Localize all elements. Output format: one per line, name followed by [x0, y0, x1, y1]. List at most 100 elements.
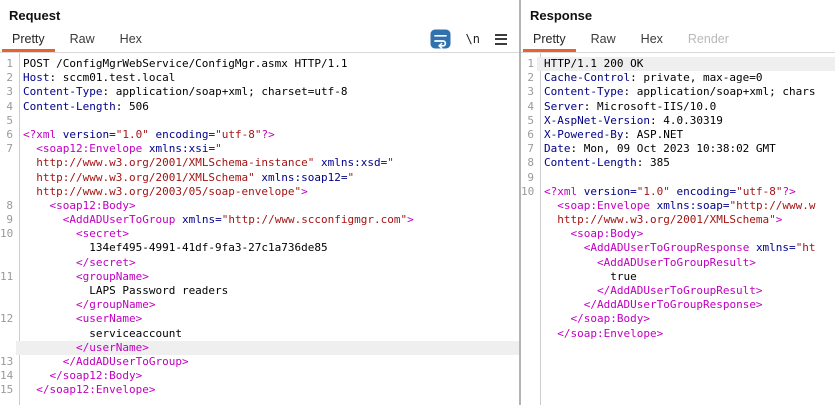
code-text: </soap12:Body>: [49, 369, 143, 383]
line-number: 14: [0, 369, 14, 383]
tab-raw[interactable]: Raw: [69, 31, 95, 46]
code-line: 14 </soap12:Body>: [0, 369, 519, 383]
request-tabbar: Pretty Raw Hex \n: [0, 28, 519, 53]
request-toolbar: \n: [430, 28, 507, 50]
code-text: X-Powered-By: ASP.NET: [544, 127, 684, 141]
line-number: 5: [527, 113, 534, 127]
line-number: 8: [6, 198, 13, 212]
code-text: http://www.w3.org/2003/05/soap-envelope"…: [36, 184, 308, 198]
code-text: Content-Length: 506: [23, 99, 149, 113]
tab-pretty[interactable]: Pretty: [523, 28, 576, 52]
code-line: 11 <groupName>: [0, 270, 519, 284]
code-text: <soap:Envelope xmlns:soap="http://www.w: [557, 198, 816, 212]
code-line: </userName>: [0, 340, 519, 355]
line-number: 13: [0, 354, 14, 368]
code-line: <soap:Body>: [521, 227, 835, 241]
code-line: 4 Server: Microsoft-IIS/10.0: [521, 100, 835, 114]
code-text: Host: sccm01.test.local: [23, 71, 176, 85]
line-number: [521, 312, 537, 326]
hamburger-menu-icon[interactable]: [495, 33, 507, 45]
code-text: POST /ConfigMgrWebService/ConfigMgr.asmx…: [23, 57, 348, 70]
line-number: 11: [0, 269, 14, 283]
line-number: [521, 270, 537, 284]
code-line: 9: [521, 171, 835, 185]
code-text: <secret>: [75, 227, 129, 241]
code-line: </secret>: [0, 256, 519, 270]
code-line: http://www.w3.org/2003/05/soap-envelope"…: [0, 185, 519, 199]
show-newlines-button[interactable]: \n: [465, 32, 480, 46]
code-line: 6 X-Powered-By: ASP.NET: [521, 128, 835, 142]
code-line: 134ef495-4991-41df-9fa3-27c1a736de85: [0, 241, 519, 255]
line-number: [0, 327, 16, 341]
line-number: [0, 256, 16, 270]
wrap-text-button[interactable]: [430, 29, 451, 49]
code-line: 13 </AddADUserToGroup>: [0, 355, 519, 369]
code-text: </AddADUserToGroupResponse>: [583, 298, 763, 312]
response-panel-title: Response: [530, 8, 593, 23]
code-text: http://www.w3.org/2001/XMLSchema" xmlns:…: [36, 170, 355, 184]
line-number: [521, 227, 537, 241]
code-text: http://www.w3.org/2001/XMLSchema-instanc…: [36, 156, 394, 170]
code-line: http://www.w3.org/2001/XMLSchema">: [521, 213, 835, 227]
line-number: 9: [6, 213, 13, 227]
code-line: </soap:Body>: [521, 312, 835, 326]
code-line: <AddADUserToGroupResponse xmlns="ht: [521, 241, 835, 255]
code-text: </userName>: [16, 340, 519, 355]
code-line: 5: [0, 114, 519, 128]
line-number: [0, 241, 16, 255]
line-number: [521, 213, 537, 227]
line-number: [0, 171, 16, 185]
code-text: </soap:Body>: [570, 312, 650, 326]
code-line: http://www.w3.org/2001/XMLSchema-instanc…: [0, 156, 519, 170]
code-text: </soap:Envelope>: [557, 326, 664, 340]
line-number: 10: [0, 227, 14, 241]
code-text: </soap12:Envelope>: [36, 383, 156, 397]
code-text: true: [544, 269, 637, 283]
request-panel-title: Request: [9, 8, 61, 23]
code-text: <soap12:Body>: [49, 198, 136, 212]
code-text: [16, 114, 519, 128]
code-text: </AddADUserToGroupResult>: [596, 284, 763, 297]
code-text: LAPS Password readers: [23, 284, 229, 297]
code-line: </soap:Envelope>: [521, 327, 835, 341]
code-line: 15 </soap12:Envelope>: [0, 383, 519, 397]
line-number: 6: [527, 127, 534, 141]
code-text: </AddADUserToGroup>: [62, 354, 189, 368]
line-number: 3: [527, 85, 534, 99]
code-line: </AddADUserToGroupResult>: [521, 284, 835, 298]
line-number: [0, 185, 16, 199]
line-number: [521, 284, 537, 298]
code-text: Cache-Control: private, max-age=0: [544, 71, 763, 85]
response-gutter-divider: [540, 53, 541, 405]
code-text: <soap12:Envelope xmlns:xsi=": [36, 142, 222, 156]
code-text: http://www.w3.org/2001/XMLSchema">: [557, 213, 783, 227]
line-number: 3: [6, 85, 13, 99]
code-text: <userName>: [75, 312, 143, 326]
line-number: 2: [527, 71, 534, 85]
line-number: 4: [527, 99, 534, 113]
code-text: <AddADUserToGroupResponse xmlns="ht: [583, 241, 816, 255]
tab-hex[interactable]: Hex: [119, 31, 142, 46]
code-line: serviceaccount: [0, 327, 519, 341]
line-number: [521, 298, 537, 312]
line-number: [521, 327, 537, 341]
code-text: X-AspNet-Version: 4.0.30319: [544, 113, 723, 127]
code-line: </groupName>: [0, 298, 519, 312]
tab-raw[interactable]: Raw: [590, 31, 616, 46]
line-number: 15: [0, 383, 14, 397]
line-number: 7: [6, 142, 13, 156]
tab-hex[interactable]: Hex: [640, 31, 663, 46]
tab-pretty[interactable]: Pretty: [2, 28, 55, 52]
code-text: Server: Microsoft-IIS/10.0: [544, 99, 717, 113]
panel-splitter[interactable]: [519, 0, 521, 405]
code-line: LAPS Password readers: [0, 284, 519, 298]
